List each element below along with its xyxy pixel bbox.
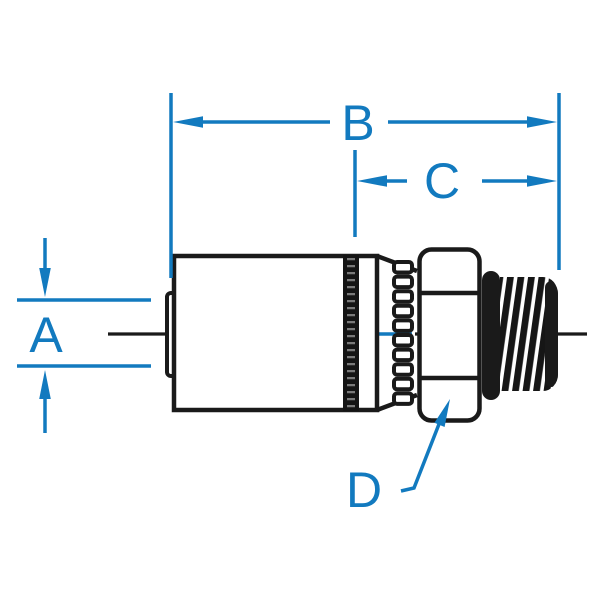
leader-d-arrow: [434, 399, 450, 427]
dimension-b: [169, 93, 561, 278]
dim-a-arrow-down: [39, 268, 51, 297]
dim-a-arrow-up: [39, 370, 51, 399]
serration-band: [343, 255, 359, 411]
dimension-a: [17, 238, 151, 433]
dimension-label-c: C: [423, 153, 461, 209]
dim-b-arrow-left: [173, 116, 203, 128]
bellows-rings: [392, 260, 414, 406]
dimension-label-a: A: [29, 307, 63, 363]
hex-flat-lines: [419, 290, 480, 381]
thread-tip: [545, 281, 558, 387]
hex-nut: [417, 247, 482, 423]
fitting-drawing: [108, 247, 587, 423]
male-thread: [500, 277, 558, 391]
dim-b-arrow-right: [527, 116, 557, 128]
o-ring-shoulder: [482, 271, 500, 400]
leader-d: [400, 399, 450, 493]
dim-c-arrow-right: [527, 175, 557, 187]
dim-c-arrow-left: [357, 175, 387, 187]
dimension-label-b: B: [341, 95, 375, 151]
dimension-c: [353, 150, 557, 237]
dimension-label-d: D: [345, 462, 383, 518]
leader-d-line: [400, 418, 443, 493]
dimensions: [17, 93, 561, 493]
